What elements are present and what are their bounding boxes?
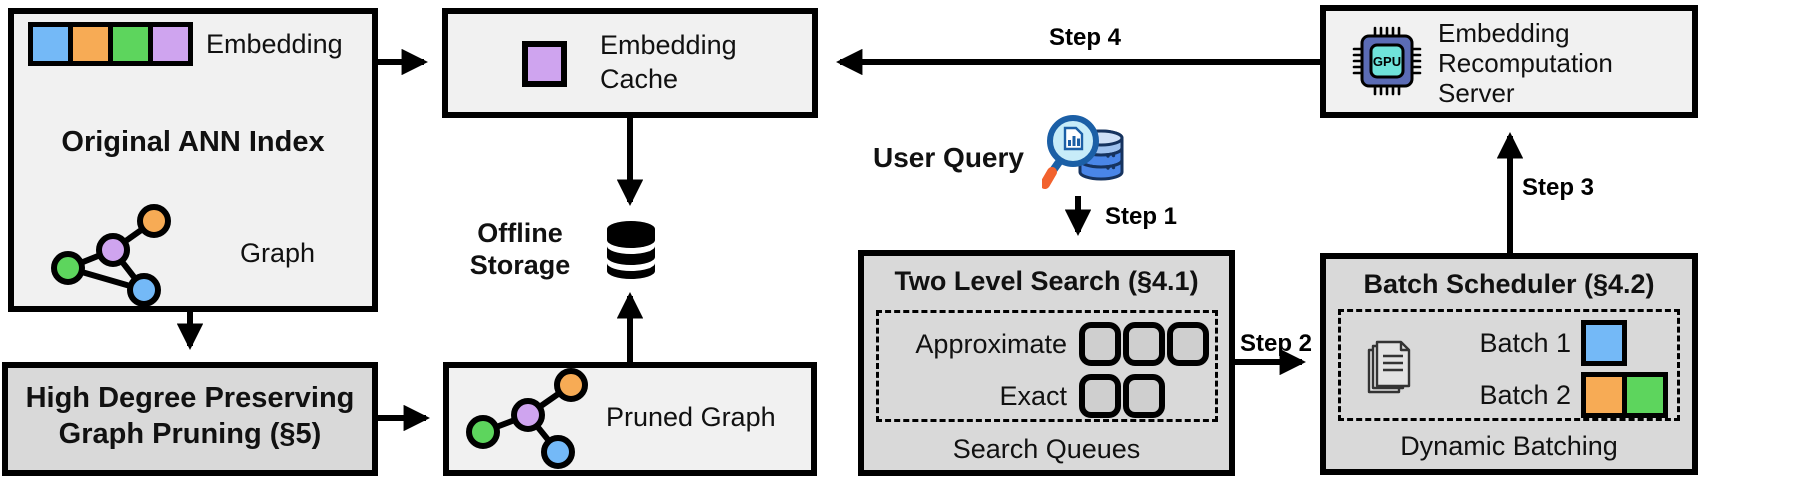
batch2-label: Batch 2 (1479, 379, 1571, 410)
embedding-cell-blue (33, 27, 68, 61)
server-label-line3: Server (1438, 78, 1515, 108)
embedding-vector-strip (28, 22, 193, 66)
search-queues-zone: Approximate Exact (876, 310, 1218, 422)
graph-label: Graph (240, 238, 316, 268)
original-graph-icon (51, 204, 171, 307)
batch1-squares (1581, 320, 1627, 366)
pruned-graph-icon (466, 368, 588, 469)
batch2-squares (1581, 372, 1668, 418)
pruned-graph-box: Pruned Graph (443, 362, 817, 476)
approximate-queue-row: Approximate (885, 319, 1215, 369)
server-label-line1: Embedding (1438, 18, 1570, 48)
step1-label: Step 1 (1105, 203, 1178, 230)
queue-slot (1123, 374, 1165, 418)
queue-slot (1167, 322, 1209, 366)
exact-queue-row: Exact (885, 371, 1215, 421)
batch1-label: Batch 1 (1479, 327, 1571, 358)
ann-index-title: Original ANN Index (61, 126, 325, 158)
batch2-row: Batch 2 (1441, 370, 1677, 420)
server-label-line2: Recomputation (1438, 48, 1613, 78)
exact-label: Exact (999, 380, 1067, 411)
embedding-cache-label-line1: Embedding (600, 30, 737, 60)
batch1-row: Batch 1 (1441, 318, 1677, 368)
offline-storage-label-line2: Storage (469, 250, 571, 280)
dynamic-batching-caption: Dynamic Batching (1400, 431, 1618, 461)
user-query-icon (1042, 115, 1124, 189)
offline-storage-database-icon (607, 221, 655, 279)
documents-stack-icon (1367, 340, 1411, 394)
queue-slot (1123, 322, 1165, 366)
pruning-title-line1: High Degree Preserving (25, 382, 355, 414)
step2-label: Step 2 (1240, 330, 1313, 357)
approximate-label: Approximate (915, 328, 1067, 359)
embedding-cell-purple (153, 27, 188, 61)
pruned-graph-label: Pruned Graph (606, 402, 776, 432)
dynamic-batching-zone: Batch 1 Batch 2 (1338, 309, 1680, 421)
recomputation-server-box: GPU Embedding Recomputation Server (1320, 5, 1698, 118)
original-ann-index-box: Embedding Original ANN Index Graph (8, 8, 378, 312)
search-queues-caption: Search Queues (952, 434, 1141, 464)
embedding-cell-green (113, 27, 148, 61)
batch2-cell-orange (1586, 377, 1622, 413)
graph-pruning-box: High Degree Preserving Graph Pruning (§5… (2, 362, 378, 476)
queue-slot (1079, 322, 1121, 366)
embedding-cell-orange (73, 27, 108, 61)
embedding-cache-box: Embedding Cache (442, 8, 818, 118)
two-level-search-box: Two Level Search (§4.1) Approximate Exac… (858, 250, 1235, 476)
gpu-chip-icon: GPU (1352, 26, 1422, 96)
gpu-chip-label: GPU (1373, 54, 1401, 69)
batch-scheduler-box: Batch Scheduler (§4.2) Batch 1 (1320, 253, 1698, 475)
step4-label: Step 4 (1048, 24, 1122, 51)
batch-scheduler-title: Batch Scheduler (§4.2) (1363, 269, 1655, 299)
batch1-cell-blue (1586, 325, 1622, 361)
user-query-label: User Query (873, 142, 1024, 173)
step3-label: Step 3 (1522, 174, 1595, 201)
offline-storage-label-line1: Offline (477, 218, 563, 248)
queue-slot (1079, 374, 1121, 418)
batch2-cell-green (1627, 377, 1663, 413)
pruning-title-line2: Graph Pruning (§5) (58, 418, 322, 450)
embedding-cache-label-line2: Cache (600, 64, 679, 94)
two-level-search-title: Two Level Search (§4.1) (894, 266, 1199, 296)
cached-embedding-square (522, 41, 567, 87)
embedding-label: Embedding (206, 29, 343, 59)
